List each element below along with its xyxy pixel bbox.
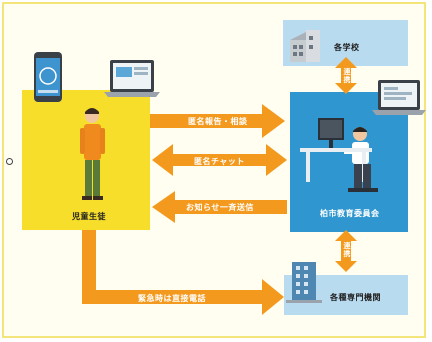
school-building-icon bbox=[290, 30, 320, 62]
arrow-notice-broadcast bbox=[152, 191, 287, 223]
arrow-anonymous-chat bbox=[152, 144, 287, 176]
officer-at-desk-icon bbox=[300, 118, 378, 192]
emergency-call-label: 緊急時は直接電話 bbox=[138, 294, 206, 303]
anonymous-chat-label: 匿名チャット bbox=[194, 157, 245, 166]
stray-dot bbox=[6, 158, 13, 165]
anonymous-report-label: 匿名報告・相談 bbox=[188, 117, 248, 126]
arrow-anonymous-report bbox=[150, 104, 285, 138]
smartphone-icon bbox=[34, 52, 62, 102]
agencies-label: 各種専門機関 bbox=[330, 293, 381, 302]
board-label: 柏市教育委員会 bbox=[320, 209, 380, 218]
agencies-building-icon bbox=[286, 262, 322, 303]
notice-broadcast-label: お知らせ一斉送信 bbox=[186, 203, 254, 212]
student-laptop-icon bbox=[104, 60, 160, 97]
student-label: 児童生徒 bbox=[72, 212, 106, 221]
arrow-emergency-call bbox=[82, 230, 284, 315]
board-laptop-icon bbox=[372, 80, 426, 115]
arrow-link-agencies bbox=[335, 230, 357, 272]
arrow-link-school bbox=[335, 57, 357, 94]
link-agencies-label: 連携 bbox=[343, 242, 351, 258]
school-label: 各学校 bbox=[334, 43, 360, 52]
student-figure-icon bbox=[80, 108, 105, 200]
link-school-label: 連携 bbox=[343, 68, 351, 84]
